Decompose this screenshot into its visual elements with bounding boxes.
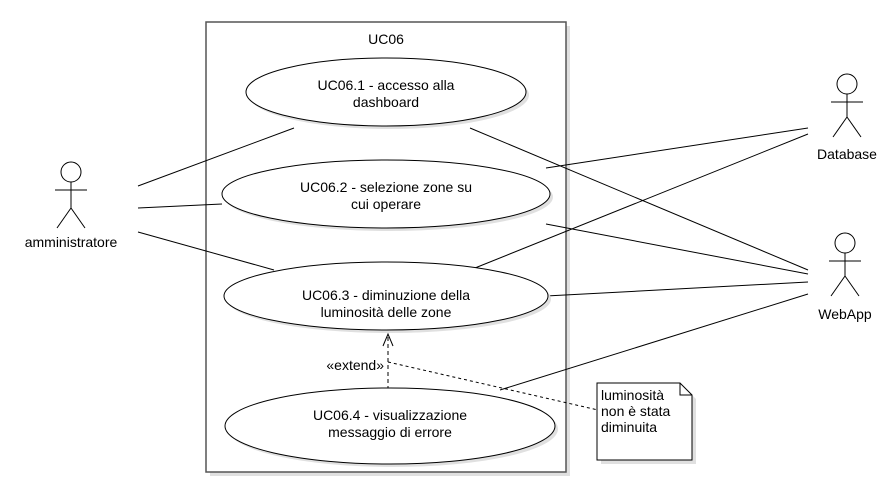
association-uc3-database [469,133,809,271]
use-case-uc06-3-label-line2: luminosità delle zone [321,304,452,320]
associations [137,127,809,391]
association-uc1-webapp [469,127,809,271]
association-admin-uc2 [137,203,223,209]
use-case-uc06-4-label-line1: UC06.4 - visualizzazione [313,407,467,423]
stick-figure-icon [831,73,863,138]
actor-amministratore[interactable]: amministratore [25,161,118,250]
association-uc2-database [545,127,809,169]
use-case-uc06-1-label-line1: UC06.1 - accesso alla [318,77,455,93]
extend-label: «extend» [326,357,384,373]
association-admin-uc3 [137,231,275,271]
stick-figure-icon [55,161,87,229]
actor-webapp-label: WebApp [818,306,872,322]
use-case-uc06-4[interactable]: UC06.4 - visualizzazione messaggio di er… [224,387,558,467]
actor-database-label: Database [817,146,877,162]
use-case-uc06-3-label-line1: UC06.3 - diminuzione della [302,287,470,303]
actor-webapp[interactable]: WebApp [818,232,872,322]
note: luminosità non è stata diminuita [596,382,696,464]
association-uc3-webapp [545,281,809,297]
use-case-uc06-2[interactable]: UC06.2 - selezione zone su cui operare [221,159,553,231]
extend-arrowhead [382,332,394,347]
actor-database[interactable]: Database [817,73,877,162]
note-line2: non è stata [601,403,670,419]
actor-amministratore-label: amministratore [25,234,118,250]
stick-figure-icon [829,232,861,297]
association-admin-uc1 [137,127,295,187]
use-case-uc06-4-label-line2: messaggio di errore [328,424,452,440]
use-case-uc06-1[interactable]: UC06.1 - accesso alla dashboard [245,57,529,129]
association-uc4-webapp [499,293,809,391]
note-line3: diminuita [601,419,657,435]
use-case-uc06-2-label-line2: cui operare [351,196,421,212]
note-line1: luminosità [601,387,664,403]
use-case-uc06-1-label-line2: dashboard [353,94,419,110]
association-uc2-webapp [545,223,809,275]
system-title: UC06 [368,31,404,47]
use-case-uc06-3[interactable]: UC06.3 - diminuzione della luminosità de… [223,261,551,333]
use-case-uc06-2-label-line1: UC06.2 - selezione zone su [300,179,472,195]
